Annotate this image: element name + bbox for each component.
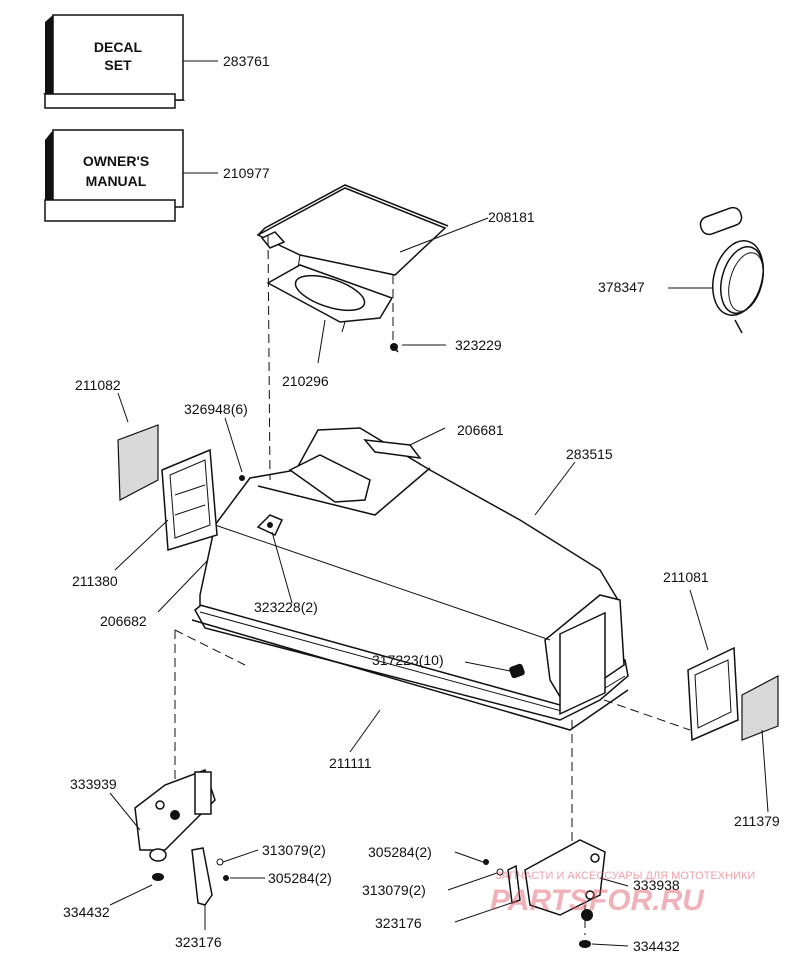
part-label-317223: 317223(10)	[372, 652, 444, 668]
owners-manual-box: OWNER'S MANUAL 210977	[44, 129, 270, 222]
bracket-333938	[507, 839, 606, 948]
part-label-283761: 283761	[223, 53, 270, 69]
right-decal-sheet	[741, 675, 779, 741]
watermark-logo: PARTSFOR.RU	[490, 884, 705, 917]
part-labels: 208181 378347 210296 323229 211082 32694…	[63, 209, 780, 954]
decal-set-label-line1: DECAL	[94, 39, 143, 55]
part-label-211081: 211081	[663, 569, 709, 585]
part-label-283515: 283515	[566, 446, 613, 462]
watermark: ЗАПЧАСТИ И АКСЕССУАРЫ ДЛЯ МОТОТЕХНИКИ PA…	[490, 870, 755, 917]
part-label-323176-right: 323176	[375, 915, 422, 931]
part-label-211379: 211379	[734, 813, 780, 829]
part-label-211111: 211111	[329, 755, 372, 771]
part-label-206682: 206682	[100, 613, 147, 629]
part-label-323228: 323228(2)	[254, 599, 318, 615]
right-plate-part	[687, 646, 739, 742]
part-label-208181: 208181	[488, 209, 535, 225]
screw-326948	[239, 475, 245, 481]
part-label-211082: 211082	[75, 377, 121, 393]
part-label-210977: 210977	[223, 165, 270, 181]
small-bracket-left	[191, 847, 213, 906]
starter-rope-part	[699, 206, 764, 334]
part-label-313079-right: 313079(2)	[362, 882, 426, 898]
owners-manual-label-line1: OWNER'S	[83, 153, 149, 169]
left-decal-sheet	[117, 424, 159, 501]
engine-cowl-part	[191, 427, 629, 731]
part-label-333938: 333938	[633, 877, 680, 893]
part-label-211380: 211380	[72, 573, 118, 589]
screw-323229	[390, 343, 399, 353]
decal-set-box: DECAL SET 283761	[42, 14, 270, 109]
part-label-210296: 210296	[282, 373, 329, 389]
left-plate-part	[161, 448, 218, 551]
decal-set-label-line2: SET	[104, 57, 132, 73]
part-label-206681: 206681	[457, 422, 504, 438]
gasket-part	[266, 264, 394, 333]
part-label-378347: 378347	[598, 279, 645, 295]
part-label-334432-left: 334432	[63, 904, 110, 920]
access-cover-part	[256, 184, 449, 276]
part-label-313079-left: 313079(2)	[262, 842, 326, 858]
part-label-323229: 323229	[455, 337, 502, 353]
part-label-326948: 326948(6)	[184, 401, 248, 417]
part-label-305284-right: 305284(2)	[368, 844, 432, 860]
part-label-333939: 333939	[70, 776, 117, 792]
part-label-323176-left: 323176	[175, 934, 222, 950]
owners-manual-label-line2: MANUAL	[86, 173, 147, 189]
bracket-333939	[134, 769, 216, 881]
part-label-334432-right: 334432	[633, 938, 680, 954]
watermark-tagline: ЗАПЧАСТИ И АКСЕССУАРЫ ДЛЯ МОТОТЕХНИКИ	[495, 870, 755, 882]
part-label-305284-left: 305284(2)	[268, 870, 332, 886]
leader-lines	[109, 392, 769, 947]
